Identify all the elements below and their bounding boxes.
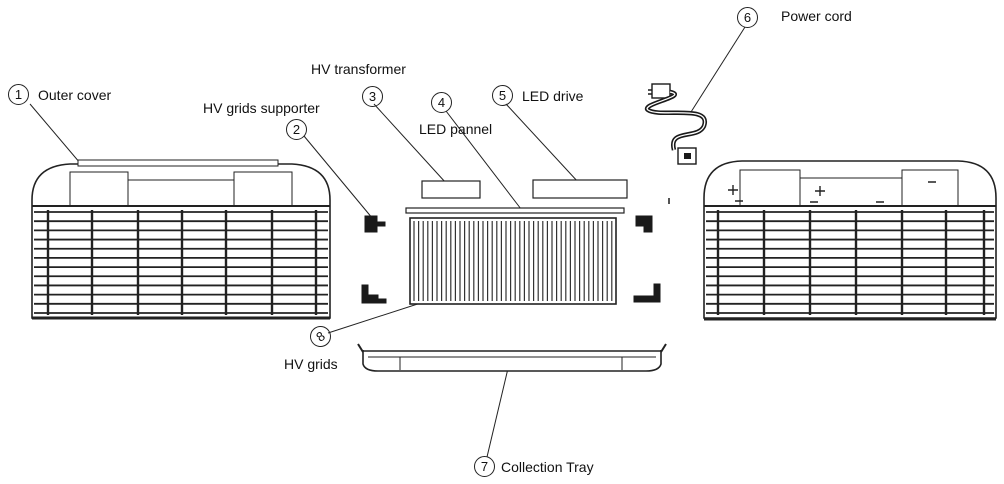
- power-cord-part: [644, 83, 707, 204]
- label-hv-grids-supporter: HV grids supporter: [203, 100, 320, 116]
- label-outer-cover: Outer cover: [38, 87, 112, 103]
- collection-tray-part: [357, 343, 667, 372]
- label-led-pannel: LED pannel: [419, 121, 493, 137]
- callout-number-2: 2: [286, 119, 307, 140]
- label-collection-tray: Collection Tray: [501, 459, 594, 475]
- supporter-upper-right: [635, 215, 653, 233]
- label-power-cord: Power cord: [781, 8, 852, 24]
- leader-line-led-pannel: [445, 110, 522, 210]
- hv-transformer-part: [421, 180, 481, 199]
- led-drive-part: [532, 179, 628, 199]
- callout-number-5: 5: [492, 85, 513, 106]
- supporter-lower-left: [361, 284, 387, 304]
- callout-number-7: 7: [474, 456, 495, 477]
- leader-line-led-drive: [505, 103, 580, 184]
- label-hv-transformer: HV transformer: [311, 61, 406, 77]
- leader-lines: [29, 26, 746, 458]
- callout-number-4: 4: [431, 92, 452, 113]
- callout-number-1: 1: [8, 84, 29, 105]
- supporter-upper-left: [364, 215, 386, 233]
- leader-line-hv-grids-supporter: [303, 135, 374, 220]
- callout-number-3: 3: [362, 86, 383, 107]
- hv-grids-part: [409, 217, 617, 305]
- rear-housing-part: [703, 160, 997, 321]
- leader-line-collection-tray: [486, 359, 511, 458]
- leader-line-hv-grids: [327, 299, 431, 334]
- label-led-drive: LED drive: [522, 88, 584, 104]
- callout-number-6: 6: [737, 7, 758, 28]
- leader-line-hv-transformer: [373, 103, 447, 184]
- outer-cover-part: [31, 159, 331, 320]
- supporter-lower-right: [633, 283, 661, 303]
- leader-line-power-cord: [690, 26, 746, 113]
- label-hv-grids: HV grids: [284, 356, 338, 372]
- hv-grids-supporter-parts: [361, 215, 661, 304]
- led-pannel-part: [405, 207, 625, 214]
